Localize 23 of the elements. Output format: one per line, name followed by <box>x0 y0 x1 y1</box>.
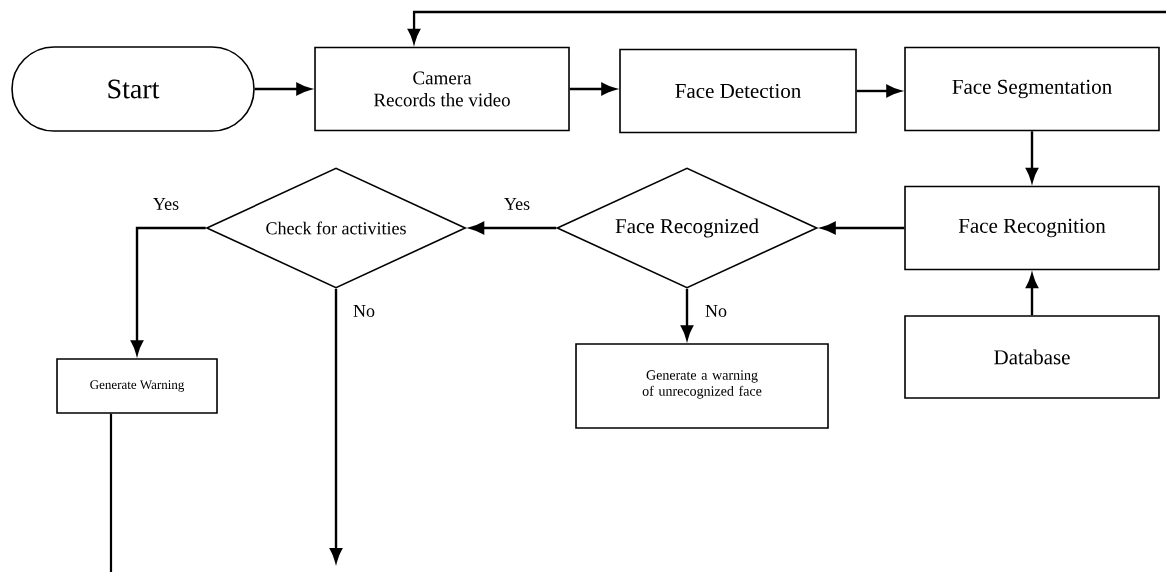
arrow <box>680 288 694 340</box>
edge-label: No <box>352 304 376 318</box>
arrow <box>254 82 311 96</box>
process-box: Camera Records the video <box>314 46 570 132</box>
process-box: Face Detection <box>619 48 857 134</box>
process-box: Generate a warning of unrecognized face <box>575 343 829 429</box>
arrow <box>130 226 206 355</box>
arrow <box>329 288 343 563</box>
arrow <box>569 82 616 96</box>
arrow <box>469 221 557 235</box>
arrow <box>1025 131 1039 183</box>
edge-label: Yes <box>502 197 532 211</box>
arrow <box>1025 273 1039 316</box>
process-box: Face Recognition <box>904 185 1160 271</box>
arrow <box>821 221 905 235</box>
edge-label: No <box>704 304 728 318</box>
start-terminal: Start <box>11 46 255 132</box>
process-box: Database <box>904 315 1160 399</box>
arrow <box>856 84 901 98</box>
process-box: Face Segmentation <box>904 46 1160 132</box>
process-box: Generate Warning <box>56 358 218 414</box>
edge-label: Yes <box>151 197 181 211</box>
arrow <box>407 10 1166 44</box>
